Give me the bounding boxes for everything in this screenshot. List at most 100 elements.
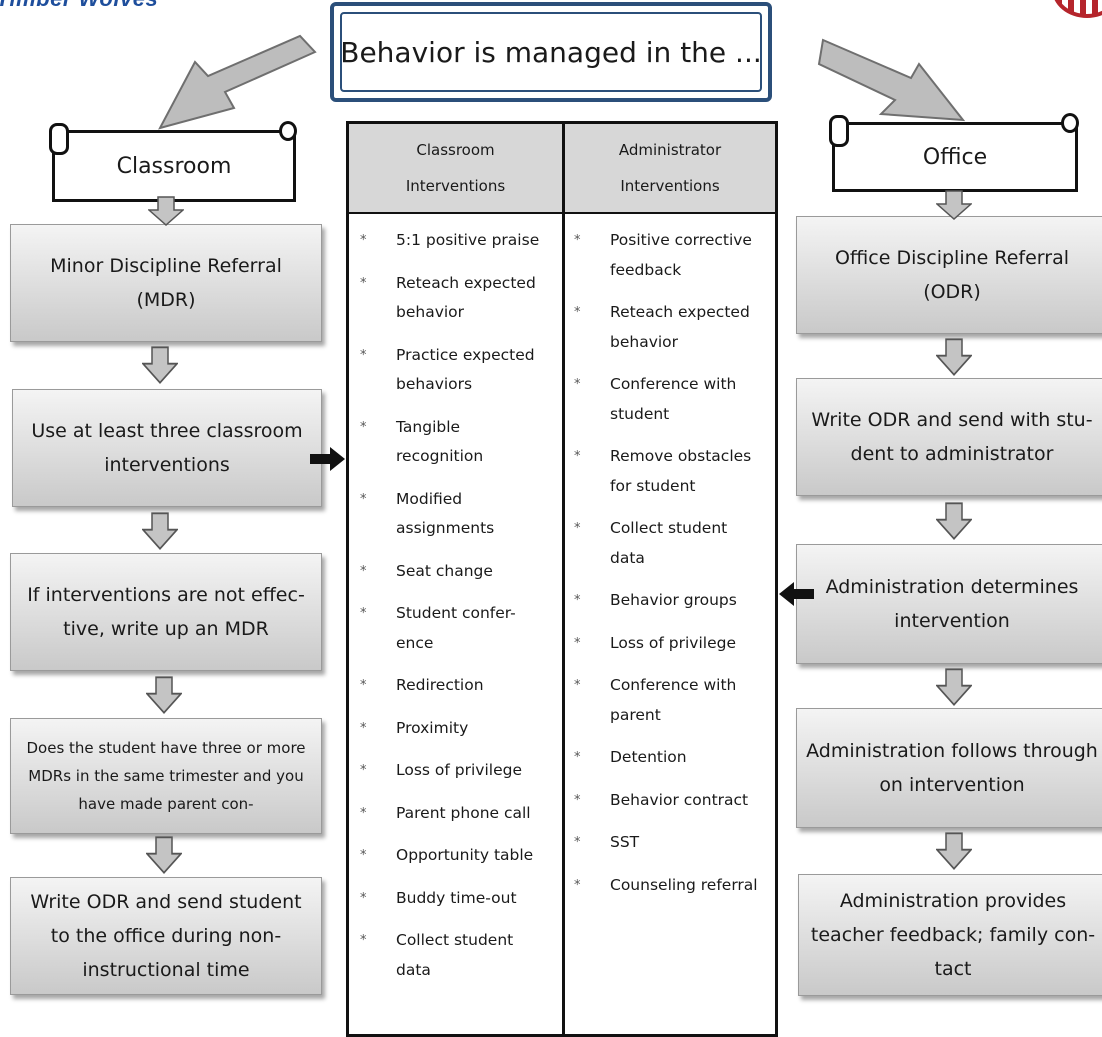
bullet-icon: * — [360, 347, 367, 363]
arrow-left-icon — [779, 582, 814, 606]
intervention-text: ence — [396, 633, 434, 652]
classroom-step-3: If interventions are not effec-tive, wri… — [10, 553, 322, 671]
intervention-item: *5:1 positive praise — [350, 226, 560, 256]
intervention-text: SST — [610, 833, 640, 851]
admin-interventions-header: Administrator Interventions — [565, 124, 775, 214]
down-arrow-icon — [936, 832, 972, 870]
intervention-text: Parent phone call — [396, 803, 531, 822]
intervention-text: student — [610, 404, 670, 423]
intervention-item: * Buddy time-out — [350, 884, 560, 914]
classroom-step-5-text: Write ODR and send student to the office… — [30, 891, 302, 981]
intervention-item: *Detention — [564, 743, 774, 773]
intervention-item: *Proximity — [350, 714, 560, 744]
intervention-item: * Loss of privilege — [350, 756, 560, 786]
intervention-text: Conference with — [610, 375, 737, 393]
office-step-3: Administration determines intervention — [796, 544, 1102, 664]
intervention-text: Behavior contract — [610, 790, 749, 809]
office-step-5-text: Administration provides teacher feedback… — [810, 890, 1096, 980]
arrow-right-icon — [310, 447, 345, 471]
bullet-icon: * — [574, 750, 581, 765]
bullet-icon: * — [360, 606, 367, 621]
bullet-icon: * — [360, 678, 367, 693]
intervention-text: behaviors — [396, 375, 473, 393]
office-step-2-text: Write ODR and send with stu-dent to admi… — [811, 409, 1093, 465]
intervention-text: Behavior groups — [610, 591, 737, 609]
down-arrow-icon — [936, 190, 972, 220]
intervention-text: Remove obstacles — [610, 447, 752, 465]
classroom-step-4: Does the student have three or more MDRs… — [10, 718, 322, 834]
intervention-text: data — [396, 960, 431, 979]
intervention-text: Loss of privilege — [610, 633, 737, 652]
bullet-icon: * — [360, 763, 367, 778]
classroom-step-2-text: Use at least three classroom interventio… — [31, 420, 303, 476]
intervention-item: * Student confer-ence — [350, 599, 560, 658]
office-step-4: Administration follows through on interv… — [796, 708, 1102, 828]
bullet-icon: * — [360, 848, 367, 863]
intervention-item: *Behavior groups — [564, 586, 774, 616]
intervention-text: Loss of privilege — [396, 761, 523, 779]
title-text: Behavior is managed in the ... — [340, 35, 762, 69]
intervention-item: *Loss of privilege — [564, 629, 774, 659]
bullet-icon: * — [574, 877, 581, 893]
intervention-text: Redirection — [396, 676, 484, 694]
intervention-text: Student confer- — [396, 604, 516, 622]
classroom-interventions-header: Classroom Interventions — [349, 124, 562, 214]
classroom-step-3-text: If interventions are not effec-tive, wri… — [27, 584, 305, 640]
office-label: Office — [922, 144, 988, 170]
intervention-text: feedback — [610, 260, 682, 279]
header-line: Interventions — [620, 177, 720, 195]
office-step-1-text: Office Discipline Referral (ODR) — [834, 247, 1070, 303]
down-arrow-icon — [142, 512, 178, 550]
school-seal-icon — [1052, 0, 1102, 18]
intervention-item: *SST — [564, 828, 774, 858]
bullet-icon: * — [574, 792, 581, 808]
arrow-to-office-icon — [817, 38, 966, 122]
intervention-text: behavior — [396, 303, 465, 321]
intervention-text: Seat change — [396, 561, 493, 580]
bullet-icon: * — [360, 720, 367, 736]
logo-text: Timber Wolves — [0, 0, 158, 12]
classroom-step-1-text: Minor Discipline Referral (MDR) — [50, 255, 282, 311]
intervention-item: * Behavior contract — [564, 786, 774, 816]
intervention-item: * Redirection — [350, 671, 560, 701]
bullet-icon: * — [360, 890, 367, 906]
intervention-item: * Conference with student — [564, 370, 774, 429]
intervention-text: Tangible — [396, 417, 461, 436]
bullet-icon: * — [360, 491, 367, 507]
bullet-icon: * — [360, 805, 367, 821]
classroom-step-5: Write ODR and send student to the office… — [10, 877, 322, 995]
title-banner: Behavior is managed in the ... — [330, 2, 772, 102]
intervention-text: behavior — [610, 332, 679, 351]
header-line: Classroom — [416, 141, 495, 159]
down-arrow-icon — [936, 338, 972, 376]
intervention-text: parent — [610, 705, 661, 724]
bullet-icon: * — [574, 449, 581, 464]
classroom-step-4-text: Does the student have three or more MDRs… — [26, 739, 306, 813]
down-arrow-icon — [142, 346, 178, 384]
intervention-item: * Modified assignments — [350, 485, 560, 544]
bullet-icon: * — [574, 377, 581, 392]
intervention-text: Conference with — [610, 676, 737, 694]
intervention-text: assignments — [396, 519, 495, 537]
intervention-text: Modified — [396, 489, 463, 508]
intervention-text: 5:1 positive praise — [396, 231, 540, 249]
intervention-item: *Seat change — [350, 557, 560, 587]
intervention-text: Buddy time-out — [396, 888, 517, 907]
bullet-icon: * — [574, 521, 581, 536]
bullet-icon: * — [574, 233, 581, 248]
intervention-text: Reteach expected — [396, 273, 536, 292]
intervention-text: data — [610, 548, 645, 567]
classroom-label: Classroom — [116, 153, 232, 179]
header-line: Administrator — [618, 141, 722, 159]
classroom-step-2: Use at least three classroom interventio… — [12, 389, 322, 507]
